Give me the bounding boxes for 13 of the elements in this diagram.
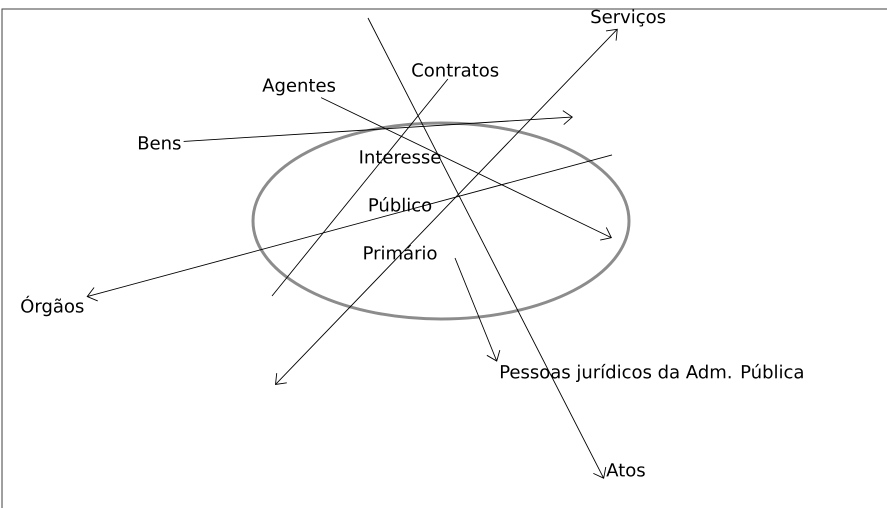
label-text: Serviços bbox=[591, 9, 666, 27]
arrow bbox=[86, 154, 612, 302]
arrow bbox=[183, 110, 573, 142]
label-text: Atos bbox=[606, 463, 645, 477]
arrow bbox=[454, 258, 500, 362]
arrow bbox=[320, 97, 612, 240]
label-text: Contratos bbox=[412, 63, 498, 77]
label-text: Agentes bbox=[262, 78, 336, 96]
line bbox=[272, 78, 448, 296]
label-text: Órgãos bbox=[21, 296, 84, 316]
arrow bbox=[275, 28, 618, 385]
arrow bbox=[368, 18, 606, 479]
label-text: Bens bbox=[138, 136, 181, 150]
